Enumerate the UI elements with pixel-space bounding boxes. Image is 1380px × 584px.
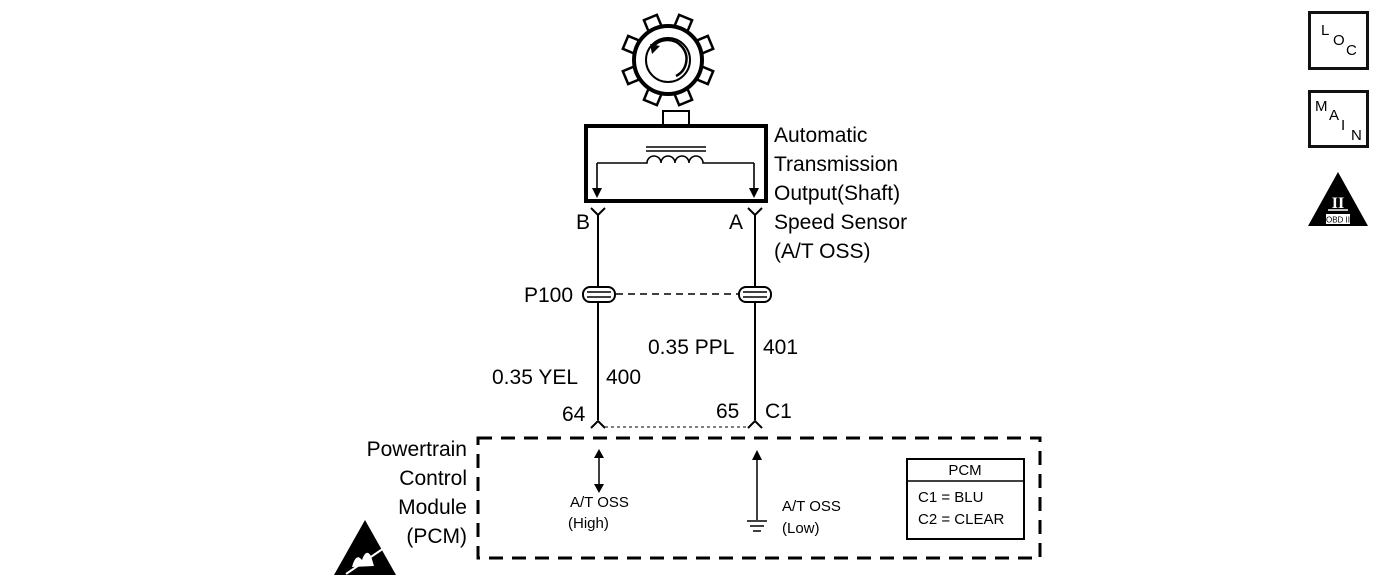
loc-letter-l: L [1321, 22, 1330, 39]
obd-triangle-icon [1308, 172, 1368, 226]
signal-low-ground-icon [747, 450, 767, 532]
pcm-pin-65-symbol [747, 419, 763, 429]
obd-ii-button[interactable]: II OBD II [1306, 170, 1370, 228]
sensor-name-line-5: (A/T OSS) [774, 240, 870, 263]
signal-high-line-2: (High) [568, 515, 609, 532]
signal-high-arrow-icon [594, 449, 604, 493]
pcm-name-line-4: (PCM) [406, 525, 467, 548]
connector-p100-left [582, 286, 616, 303]
sensor-tip [662, 110, 690, 127]
terminal-a-symbol [747, 207, 763, 217]
signal-high-line-1: A/T OSS [570, 494, 629, 511]
legend-title: PCM [948, 462, 981, 479]
wire-right-size-color: 0.35 PPL [648, 336, 734, 359]
pcm-pin-65: 65 [716, 400, 739, 423]
coil-icon [597, 155, 754, 164]
signal-low-line-1: A/T OSS [782, 498, 841, 515]
terminal-b-label: B [576, 211, 590, 234]
wire-right-circuit: 401 [763, 336, 798, 359]
pcm-module-boundary [476, 436, 1042, 560]
obd-label: OBD II [1326, 216, 1350, 225]
main-letter-a: A [1329, 107, 1340, 124]
loc-letter-c: C [1346, 42, 1357, 59]
connector-p100-right [738, 286, 772, 303]
pcm-name-line-2: Control [399, 467, 467, 490]
loc-letter-o: O [1333, 32, 1345, 49]
pcm-connector-c1: C1 [765, 400, 792, 423]
sensor-name-line-4: Speed Sensor [774, 211, 907, 234]
legend-row-2: C2 = CLEAR [918, 511, 1004, 528]
main-letter-m: M [1315, 98, 1328, 115]
wire-left-circuit: 400 [606, 366, 641, 389]
main-button[interactable]: M A I N [1308, 90, 1369, 148]
connector-p100-label: P100 [524, 284, 573, 307]
sensor-name-line-2: Transmission [774, 153, 898, 176]
terminal-b-symbol [590, 207, 606, 217]
pcm-connector-legend [906, 458, 1025, 540]
pcm-name-line-3: Module [398, 496, 467, 519]
pcm-pin-64: 64 [562, 403, 586, 426]
loc-button[interactable]: L O C [1308, 11, 1369, 70]
legend-row-1: C1 = BLU [918, 489, 983, 506]
terminal-a-label: A [729, 211, 743, 234]
main-letter-n: N [1351, 127, 1362, 144]
sensor-name-line-3: Output(Shaft) [774, 182, 900, 205]
pcm-pin-64-symbol [590, 419, 606, 429]
wire-left-size-color: 0.35 YEL [492, 366, 578, 389]
signal-low-line-2: (Low) [782, 520, 820, 537]
main-letter-i: I [1341, 117, 1346, 134]
speed-sensor-body [584, 124, 768, 203]
pcm-name-line-1: Powertrain [367, 438, 467, 461]
reluctor-wheel-icon [621, 13, 715, 107]
sensor-name-line-1: Automatic [774, 124, 867, 147]
esd-warning-icon [334, 520, 396, 575]
obd-roman: II [1332, 195, 1344, 212]
